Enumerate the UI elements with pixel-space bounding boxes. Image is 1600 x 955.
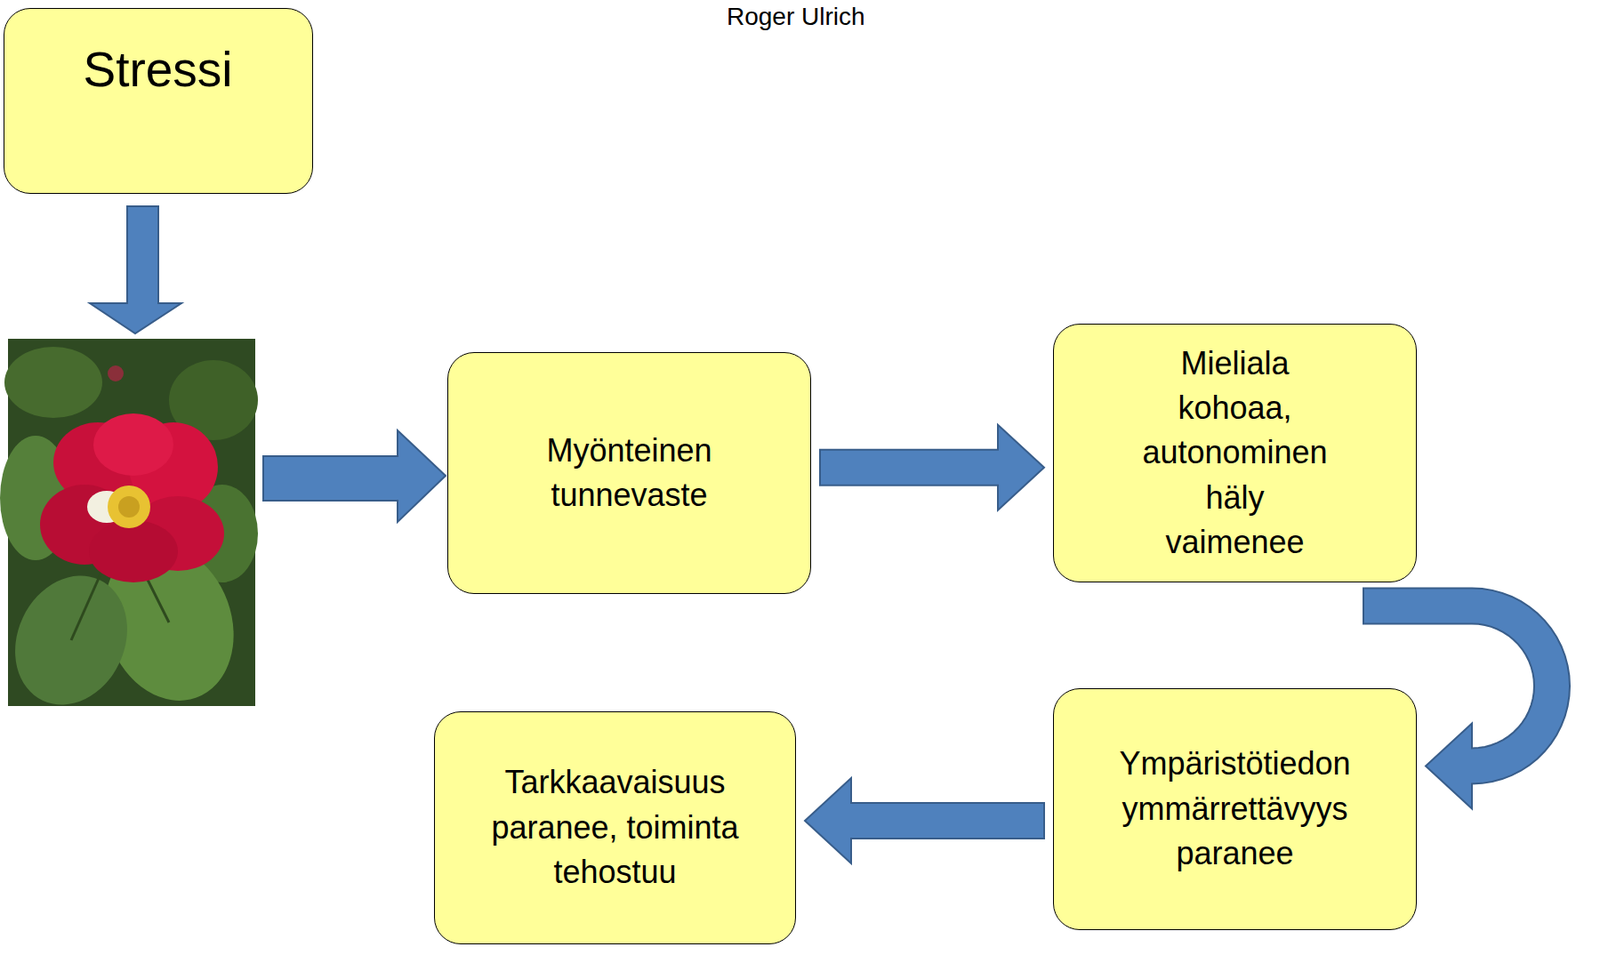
box-label: Myönteinen tunnevaste [514, 428, 746, 519]
box-label: Stressi [24, 40, 292, 99]
process-box: Myönteinen tunnevaste [447, 352, 812, 595]
block-arrow [263, 430, 446, 523]
process-box: Mieliala kohoaa, autonominen häly vaimen… [1053, 323, 1417, 584]
block-arrow [820, 425, 1045, 511]
rose-photo [0, 338, 258, 724]
leaf [0, 557, 148, 724]
leaf [4, 346, 103, 419]
petal [88, 520, 178, 583]
block-arrow [89, 206, 182, 334]
process-box: Ympäristötiedon ymmärrettävyys paranee [1053, 688, 1417, 931]
block-arrow [804, 778, 1045, 864]
box-label: Mieliala kohoaa, autonominen häly vaimen… [1137, 341, 1334, 566]
process-box: Tarkkaavaisuus paranee, toiminta tehostu… [434, 711, 796, 945]
diagram-title: Roger Ulrich [726, 1, 866, 33]
box-label: Tarkkaavaisuus paranee, toiminta tehostu… [490, 760, 740, 895]
box-label: Ympäristötiedon ymmärrettävyys paranee [1101, 741, 1369, 877]
bud [107, 365, 124, 382]
petal [93, 413, 174, 476]
flower-center [118, 496, 140, 518]
flower-center [107, 485, 151, 529]
process-box: Stressi [3, 8, 314, 194]
